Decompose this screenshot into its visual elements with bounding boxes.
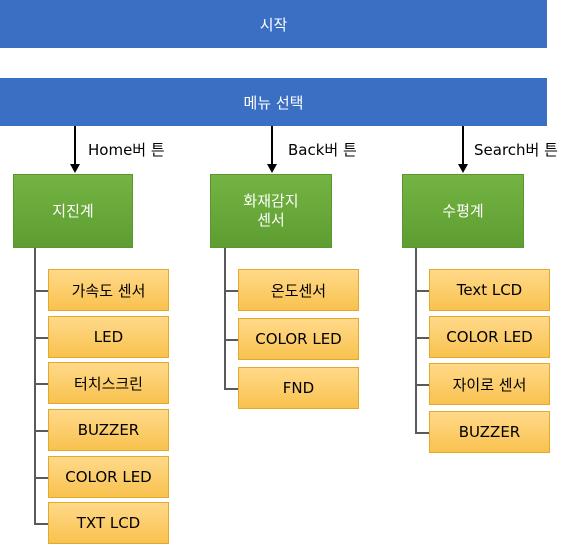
component-label: 가속도 센서 (71, 281, 146, 300)
tree-line-back (224, 248, 226, 390)
tree-connector (415, 384, 429, 386)
back-button-label: Back버 튼 (288, 141, 357, 159)
component-box: BUZZER (429, 411, 550, 453)
home-button-label: Home버 튼 (88, 141, 165, 159)
component-box: 가속도 센서 (48, 269, 169, 311)
component-box: TXT LCD (48, 502, 169, 544)
mode-fire-sensor-label: 화재감지 센서 (243, 192, 299, 229)
component-label: BUZZER (77, 421, 140, 439)
start-node: 시작 (0, 0, 547, 48)
tree-connector (34, 337, 48, 339)
component-box: FND (238, 367, 359, 409)
component-label: LED (93, 328, 124, 346)
tree-connector (224, 339, 238, 341)
mode-fire-sensor: 화재감지 센서 (210, 174, 332, 248)
component-box: 온도센서 (238, 269, 359, 311)
component-label: TXT LCD (76, 514, 141, 532)
component-label: 자이로 센서 (452, 375, 527, 394)
menu-select-label: 메뉴 선택 (243, 93, 304, 112)
component-box: BUZZER (48, 409, 169, 451)
tree-connector (224, 290, 238, 292)
tree-connector (34, 430, 48, 432)
mode-seismometer-label: 지진계 (52, 201, 94, 220)
mode-level-label: 수평계 (442, 201, 484, 220)
component-box: LED (48, 316, 169, 358)
arrow-back-head (267, 164, 277, 173)
mode-seismometer: 지진계 (13, 174, 133, 248)
component-label: COLOR LED (255, 330, 342, 348)
tree-connector (224, 388, 238, 390)
tree-connector (34, 523, 48, 525)
component-label: 온도센서 (270, 281, 327, 300)
tree-connector (34, 290, 48, 292)
component-label: Text LCD (456, 281, 523, 299)
component-label: FND (282, 379, 315, 397)
arrow-home-head (70, 164, 80, 173)
component-label: BUZZER (458, 423, 521, 441)
tree-line-home (34, 248, 36, 524)
mode-level: 수평계 (402, 174, 524, 248)
tree-connector (34, 383, 48, 385)
component-label: 터치스크린 (73, 374, 143, 393)
search-button-label: Search버 튼 (474, 141, 558, 159)
component-box: 자이로 센서 (429, 363, 550, 405)
tree-connector (415, 290, 429, 292)
component-box: COLOR LED (238, 318, 359, 360)
arrow-home-line (74, 126, 76, 166)
arrow-search-line (462, 126, 464, 166)
arrow-back-line (271, 126, 273, 166)
start-label: 시작 (259, 15, 288, 34)
tree-connector (415, 432, 429, 434)
component-box: 터치스크린 (48, 362, 169, 404)
component-box: COLOR LED (429, 316, 550, 358)
component-label: COLOR LED (446, 328, 533, 346)
component-box: COLOR LED (48, 456, 169, 498)
arrow-search-head (458, 164, 468, 173)
tree-connector (415, 337, 429, 339)
component-box: Text LCD (429, 269, 550, 311)
menu-select-node: 메뉴 선택 (0, 78, 547, 126)
component-label: COLOR LED (65, 468, 152, 486)
tree-connector (34, 477, 48, 479)
tree-line-search (415, 248, 417, 433)
